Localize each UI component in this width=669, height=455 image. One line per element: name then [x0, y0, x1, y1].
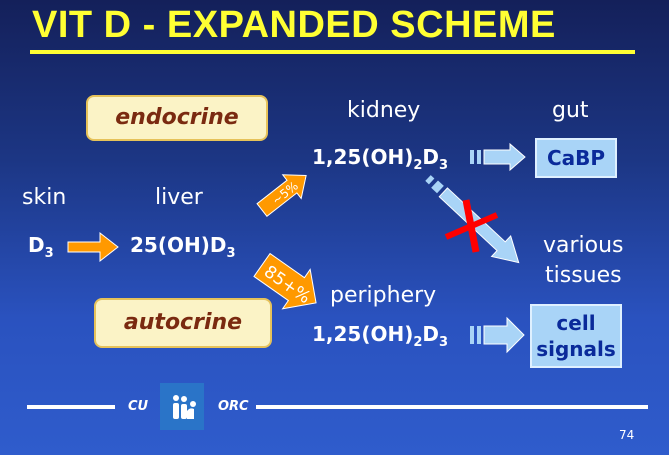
- blocked-x-icon: [444, 199, 499, 253]
- 25ohd3-label: 25(OH)D3: [130, 233, 236, 261]
- title-underline: [30, 50, 635, 54]
- to-kidney-arrow: ~5%: [256, 174, 307, 218]
- footer-line-right: [256, 405, 648, 409]
- cabp-box: CaBP: [535, 138, 617, 178]
- endocrine-label: endocrine: [115, 105, 239, 130]
- autocrine-box: autocrine: [94, 298, 272, 348]
- kidney-to-gut-arrow: [470, 142, 526, 172]
- skin-to-liver-arrow: [67, 231, 119, 263]
- footer-cu: CU: [128, 399, 149, 414]
- d3-label: D3: [28, 233, 54, 261]
- periphery-calcitriol-label: 1,25(OH)2D3: [312, 322, 449, 350]
- tissues-label: tissues: [545, 263, 622, 288]
- endocrine-box: endocrine: [86, 95, 268, 141]
- slide-title: VIT D - EXPANDED SCHEME: [32, 4, 556, 46]
- periphery-label: periphery: [330, 283, 437, 308]
- orc-logo-icon: [160, 383, 204, 430]
- to-periphery-arrow: 85+%: [253, 252, 317, 310]
- kidney-label: kidney: [347, 98, 421, 123]
- liver-label: liver: [155, 185, 203, 210]
- skin-label: skin: [22, 185, 67, 210]
- autocrine-label: autocrine: [123, 310, 243, 335]
- gut-label: gut: [552, 98, 589, 123]
- footer-orc: ORC: [218, 399, 249, 414]
- footer-line-left: [27, 405, 115, 409]
- periphery-to-cell-arrow: [470, 316, 525, 354]
- various-label: various: [543, 233, 624, 258]
- kidney-calcitriol-label: 1,25(OH)2D3: [312, 145, 449, 173]
- page-number: 74: [619, 428, 635, 442]
